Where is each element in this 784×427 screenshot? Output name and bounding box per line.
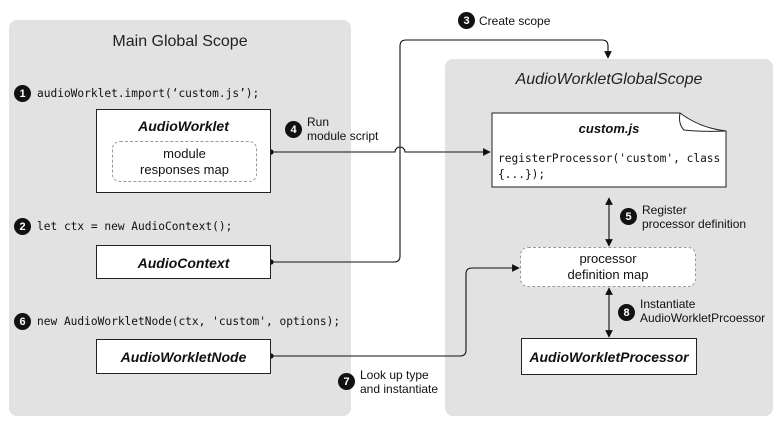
step-8-label: Instantiate AudioWorkletPrcoessor [640,297,765,325]
step-4-label-line1: Run [307,115,330,129]
audio-worklet-node-title: AudioWorkletNode [120,349,247,365]
step-2-badge: 2 [14,218,31,235]
worklet-global-scope-title: AudioWorkletGlobalScope [515,71,703,88]
custom-js-filename: custom.js [578,121,640,136]
main-global-scope-title: Main Global Scope [112,33,248,50]
module-responses-map-line2: responses map [140,161,229,177]
audio-worklet-node-box: AudioWorkletNode [96,339,271,374]
step-4-label: Run module script [307,115,378,143]
step-3-badge: 3 [458,12,475,29]
step-3-label: Create scope [479,14,551,28]
step-8-label-line2: AudioWorkletPrcoessor [640,311,766,325]
step-4-badge: 4 [285,121,302,138]
step-6-badge: 6 [14,313,31,330]
processor-definition-map: processor definition map [520,247,696,287]
step-4-label-line2: module script [307,129,379,143]
definition-map-line2: definition map [567,267,649,282]
module-responses-map-line1: module [163,145,206,161]
audio-context-title: AudioContext [137,255,230,271]
audio-context-box: AudioContext [96,245,271,279]
step-2-code: let ctx = new AudioContext(); [37,220,233,233]
step-5-badge: 5 [620,208,637,225]
audio-worklet-title: AudioWorklet [138,118,229,134]
step-5-label-line2: processor definition [642,217,747,231]
lookup-arrow [271,264,520,357]
custom-js-code-line1: registerProcessor('custom', class [498,152,721,165]
step-7-label-line2: and instantiate [360,382,439,396]
step-7-label: Look up type and instantiate [360,368,438,396]
step-8-badge: 8 [618,304,635,321]
audio-worklet-processor-box: AudioWorkletProcessor [521,338,697,375]
step-8-label-line1: Instantiate [640,297,696,311]
audio-worklet-box: AudioWorklet module responses map [96,109,271,193]
step-7-badge: 7 [338,373,355,390]
custom-js-code-line2: {...}); [498,168,546,181]
step-5-label: Register processor definition [642,203,746,231]
step-1-badge: 1 [14,85,31,102]
module-responses-map: module responses map [112,141,257,182]
definition-map-line1: processor [579,251,637,266]
step-5-label-line1: Register [642,203,687,217]
audio-worklet-processor-title: AudioWorkletProcessor [529,349,689,365]
step-1-code: audioWorklet.import(‘custom.js’); [37,87,260,100]
step-7-label-line1: Look up type [360,368,429,382]
step-6-code: new AudioWorkletNode(ctx, 'custom', opti… [37,315,341,328]
create-scope-arrow [271,39,612,263]
run-module-arrow [271,146,491,156]
